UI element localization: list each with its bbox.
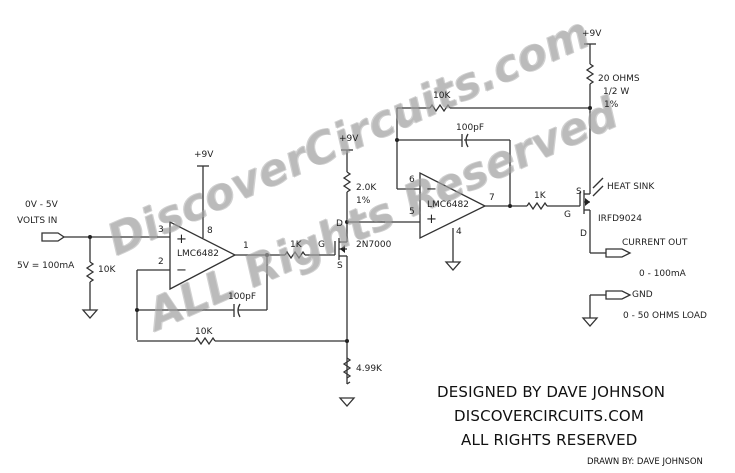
rights-reserved: ALL RIGHTS RESERVED	[461, 431, 638, 449]
input-scale-label: 5V = 100mA	[17, 261, 75, 271]
mosfet1-drain-pin: D	[336, 219, 343, 229]
opamp2-part: LMC6482	[427, 200, 469, 210]
heat-sink-label: HEAT SINK	[607, 182, 655, 192]
resistor-icon	[284, 250, 306, 260]
opamp1-pin1: 1	[243, 241, 249, 251]
gnd-label: GND	[632, 290, 653, 300]
mosfet1-part: 2N7000	[356, 240, 392, 250]
opamp2-cap-value: 100pF	[456, 123, 485, 133]
opamp1-triangle-icon	[169, 220, 237, 291]
resistor-icon	[342, 357, 352, 379]
ground-icon	[581, 317, 599, 327]
opamp1-plus: +	[176, 232, 187, 247]
sense-resistor-tol: 1%	[604, 100, 619, 110]
mosfet2-source-pin: S	[576, 187, 582, 197]
opamp2-feedback-resistor: 10K	[433, 91, 451, 101]
opamp1-minus: −	[176, 263, 187, 278]
mosfet1-source-resistor: 4.99K	[356, 364, 382, 374]
mosfet2-part: IRFD9024	[598, 214, 642, 224]
opamp2-pin7: 7	[489, 193, 495, 203]
resistor-icon	[342, 171, 352, 193]
input-name-label: VOLTS IN	[17, 216, 58, 226]
ground-icon	[338, 397, 356, 407]
mosfet1-gate-pin: G	[318, 240, 325, 250]
ground-icon	[81, 309, 99, 319]
opamp2-triangle-icon	[419, 171, 487, 240]
mosfet2-supply-label: +9V	[582, 29, 602, 39]
output-range-label: 0 - 100mA	[639, 269, 686, 279]
output-connector-icon	[605, 248, 632, 258]
opamp1-cap-value: 100pF	[228, 292, 257, 302]
opamp2-minus: −	[426, 182, 437, 197]
opamp2-pin6: 6	[409, 175, 415, 185]
opamp2-plus: +	[426, 212, 437, 227]
mosfet1-supply-label: +9V	[339, 134, 359, 144]
mosfet2-gate-pin: G	[564, 210, 571, 220]
mosfet1-drain-resistor: 2.0K	[356, 183, 377, 193]
resistor-icon	[585, 63, 595, 85]
resistor-icon	[85, 261, 95, 283]
current-out-label: CURRENT OUT	[622, 238, 688, 248]
heat-sink-icon	[592, 177, 604, 189]
opamp1-part: LMC6482	[177, 249, 219, 259]
pulldown-resistor-value: 10K	[98, 265, 116, 275]
resistor-icon	[429, 103, 451, 113]
input-connector-icon	[41, 232, 66, 242]
site-name: DISCOVERCIRCUITS.COM	[454, 407, 645, 425]
sense-resistor-value: 20 OHMS	[598, 74, 640, 84]
mosfet2-drain-pin: D	[580, 229, 587, 239]
opamp1-supply-label: +9V	[194, 150, 214, 160]
mosfet1-drain-resistor-tol: 1%	[356, 196, 371, 206]
sense-resistor-power: 1/2 W	[603, 87, 630, 97]
opamp2-pin4: 4	[456, 227, 462, 237]
opamp1-pin3: 3	[158, 225, 164, 235]
mosfet1-source-pin: S	[337, 261, 343, 271]
ground-icon	[444, 261, 462, 271]
input-range-label: 0V - 5V	[25, 200, 58, 210]
opamp2-pin5: 5	[409, 207, 415, 217]
opamp1-pin2: 2	[158, 257, 164, 267]
resistor-icon	[346, 381, 351, 385]
load-label: 0 - 50 OHMS LOAD	[623, 311, 707, 321]
opamp2-gate-resistor: 1K	[534, 191, 546, 201]
designed-by: DESIGNED BY DAVE JOHNSON	[437, 383, 666, 401]
drawn-by: DRAWN BY: DAVE JOHNSON	[587, 457, 703, 467]
opamp1-feedback-resistor: 10K	[195, 327, 213, 337]
opamp1-pin8: 8	[207, 226, 213, 236]
opamp1-gate-resistor: 1K	[290, 240, 302, 250]
resistor-icon	[194, 336, 216, 346]
gnd-connector-icon	[605, 290, 632, 300]
resistor-icon	[526, 201, 548, 211]
